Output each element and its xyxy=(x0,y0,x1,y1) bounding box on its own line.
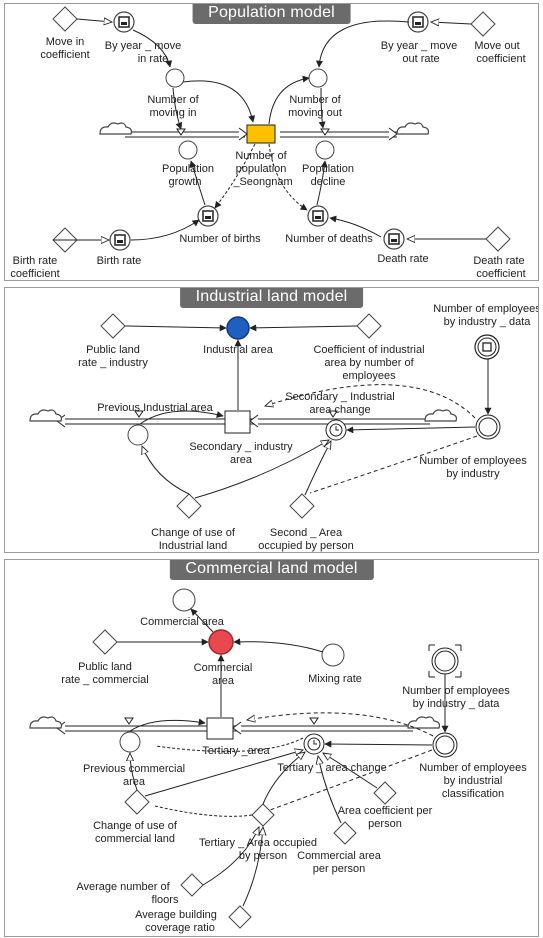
sink-cloud-icon xyxy=(396,122,430,135)
number-moving-out-circle xyxy=(308,68,328,88)
commercial-area-person-diamond xyxy=(333,821,357,845)
commercial-model-title: Commercial land model xyxy=(169,560,374,580)
sink-cloud-icon xyxy=(424,409,458,422)
industrial-area-label: Industrial area xyxy=(203,344,274,356)
public-land-rate-diamond xyxy=(100,313,126,339)
source-cloud-icon xyxy=(99,122,133,135)
population-decline-circle xyxy=(315,140,335,160)
second-area-person-diamond xyxy=(289,493,315,519)
move-out-coefficient-diamond xyxy=(470,11,496,37)
change-of-use-diamond xyxy=(124,789,150,815)
sink-cloud-icon xyxy=(407,716,441,729)
death-rate-coefficient-diamond xyxy=(485,226,511,252)
population-model-title: Population model xyxy=(192,4,351,24)
number-of-deaths-label: Number of deaths xyxy=(285,233,373,245)
coefficient-industrial-diamond xyxy=(356,313,382,339)
death-rate-icon xyxy=(383,228,405,250)
source-cloud-icon xyxy=(29,409,63,422)
by-year-move-in-icon xyxy=(113,11,135,33)
industrial-model-panel: Industrial land model xyxy=(4,287,539,553)
commercial-area-top-label: Commercial area xyxy=(140,616,225,628)
tertiary-change-label: Tertiary _ area change xyxy=(277,762,386,774)
area-coefficient-diamond xyxy=(373,781,397,805)
population-model-panel: Population model xyxy=(4,3,539,281)
employees-by-industry-circle xyxy=(475,414,501,440)
tertiary-area-person-diamond xyxy=(251,803,275,827)
population-stock xyxy=(246,124,276,144)
previous-industrial-label: Previous Industrial area xyxy=(97,402,213,414)
employees-data-circle xyxy=(428,644,462,678)
avg-coverage-diamond xyxy=(228,905,252,929)
previous-commercial-circle xyxy=(119,731,141,753)
secondary-industry-area-stock xyxy=(224,410,251,434)
tertiary-area-stock xyxy=(206,717,234,740)
population-growth-circle xyxy=(178,140,198,160)
number-of-deaths-icon xyxy=(307,205,329,227)
number-moving-in-circle xyxy=(165,68,185,88)
move-in-coefficient-diamond xyxy=(52,6,78,32)
industrial-model-title: Industrial land model xyxy=(179,288,364,308)
tertiary-change-clock-icon xyxy=(303,733,325,755)
mixing-rate-circle xyxy=(321,643,345,667)
mixing-rate-label: Mixing rate xyxy=(308,673,362,685)
source-cloud-icon xyxy=(29,716,63,729)
avg-floors-diamond xyxy=(180,873,204,897)
change-of-use-diamond xyxy=(176,493,202,519)
public-land-rate-diamond xyxy=(92,629,118,655)
commercial-model-panel: Commercial land model xyxy=(4,559,539,937)
number-of-births-label: Number of births xyxy=(179,233,261,245)
birth-rate-label: Birth rate xyxy=(97,255,142,267)
commercial-area-top-circle xyxy=(172,588,196,612)
birth-rate-icon xyxy=(109,229,131,251)
industrial-area-circle xyxy=(226,316,250,340)
commercial-flow-pipe xyxy=(56,717,413,735)
secondary-change-clock-icon xyxy=(325,419,347,441)
number-of-births-icon xyxy=(197,205,219,227)
employees-classification-circle xyxy=(432,732,458,758)
commercial-area-circle xyxy=(208,629,234,655)
tertiary-area-label: Tertiary _area xyxy=(202,745,270,757)
employees-data-icon xyxy=(474,334,500,360)
death-rate-label: Death rate xyxy=(377,253,428,265)
previous-industrial-circle xyxy=(127,424,149,446)
by-year-move-out-icon xyxy=(407,11,429,33)
